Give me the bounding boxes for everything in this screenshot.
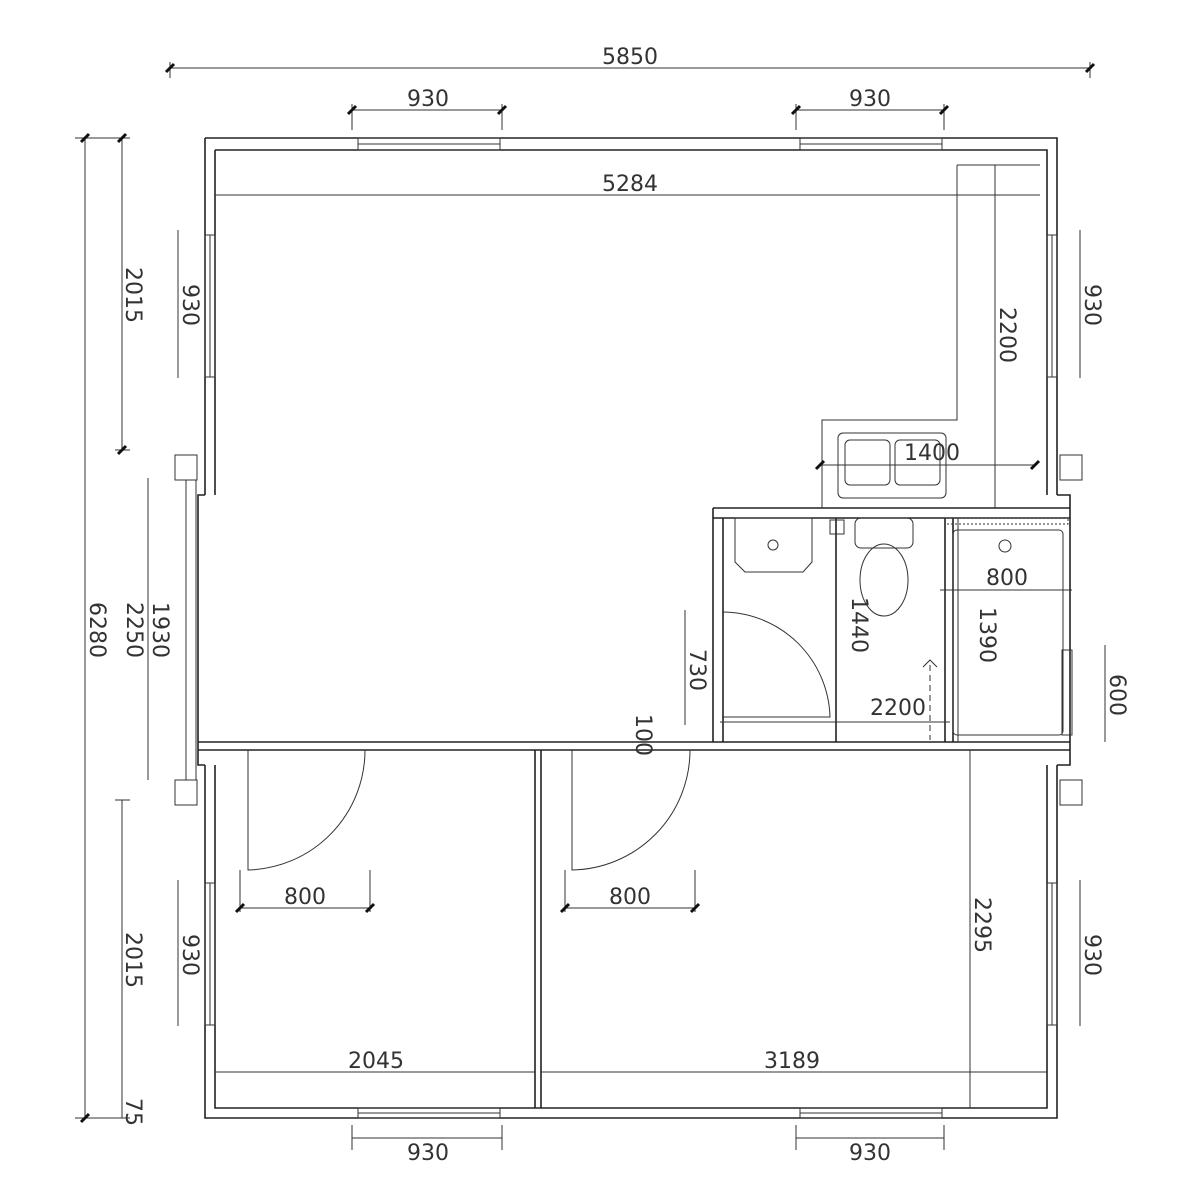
dim-shower-depth: 1390 (974, 607, 999, 663)
dim-sink-counter: 1400 (904, 441, 960, 466)
dim-bedroom1-door: 800 (284, 885, 326, 910)
dim-right-window-upper: 930 (1079, 284, 1104, 326)
dim-bath-door-offset: 730 (684, 649, 709, 691)
dim-interior-width: 5284 (602, 172, 658, 197)
dim-left-lower-segment: 2015 (120, 932, 145, 988)
dim-bottom-window-right: 930 (849, 1141, 891, 1166)
toilet-icon (854, 517, 914, 549)
floor-drain-icon (829, 519, 845, 535)
dim-right-small-window: 600 (1104, 674, 1129, 716)
dim-toilet-depth: 1440 (846, 597, 871, 653)
dim-top-window-left: 930 (407, 87, 449, 112)
shower-tray-icon (952, 529, 1064, 736)
dim-top-window-right: 930 (849, 87, 891, 112)
dim-right-window-lower: 930 (1079, 934, 1104, 976)
dim-kitchen-depth: 2200 (994, 307, 1019, 363)
dim-left-upper-segment: 2015 (120, 267, 145, 323)
dim-left-door-panel: 1930 (147, 602, 172, 658)
dim-overall-width: 5850 (602, 45, 658, 70)
shower-head-icon (998, 539, 1012, 553)
washbasin-icon (734, 517, 813, 573)
dim-left-middle-segment: 2250 (121, 602, 146, 658)
dim-bedroom2-depth: 2295 (969, 897, 994, 953)
dim-left-window-lower: 930 (177, 934, 202, 976)
dim-wall-thickness: 75 (120, 1098, 145, 1126)
dim-bottom-window-left: 930 (407, 1141, 449, 1166)
windows (174, 137, 1083, 1119)
dim-bath-width: 2200 (870, 696, 926, 721)
dim-wall-gap: 100 (630, 714, 655, 756)
dim-shower-width: 800 (986, 566, 1028, 591)
dim-bedroom2-door: 800 (609, 885, 651, 910)
dim-overall-height: 6280 (84, 602, 109, 658)
walls (197, 137, 1071, 1119)
dim-bedroom1-width: 2045 (348, 1049, 404, 1074)
dimension-lines (75, 62, 1106, 1150)
dim-left-window-upper: 930 (177, 284, 202, 326)
dim-bedroom2-width: 3189 (764, 1049, 820, 1074)
dimension-labels: 5850 930 930 5284 930 2015 930 2200 1400… (84, 45, 1129, 1166)
doors (247, 611, 831, 871)
